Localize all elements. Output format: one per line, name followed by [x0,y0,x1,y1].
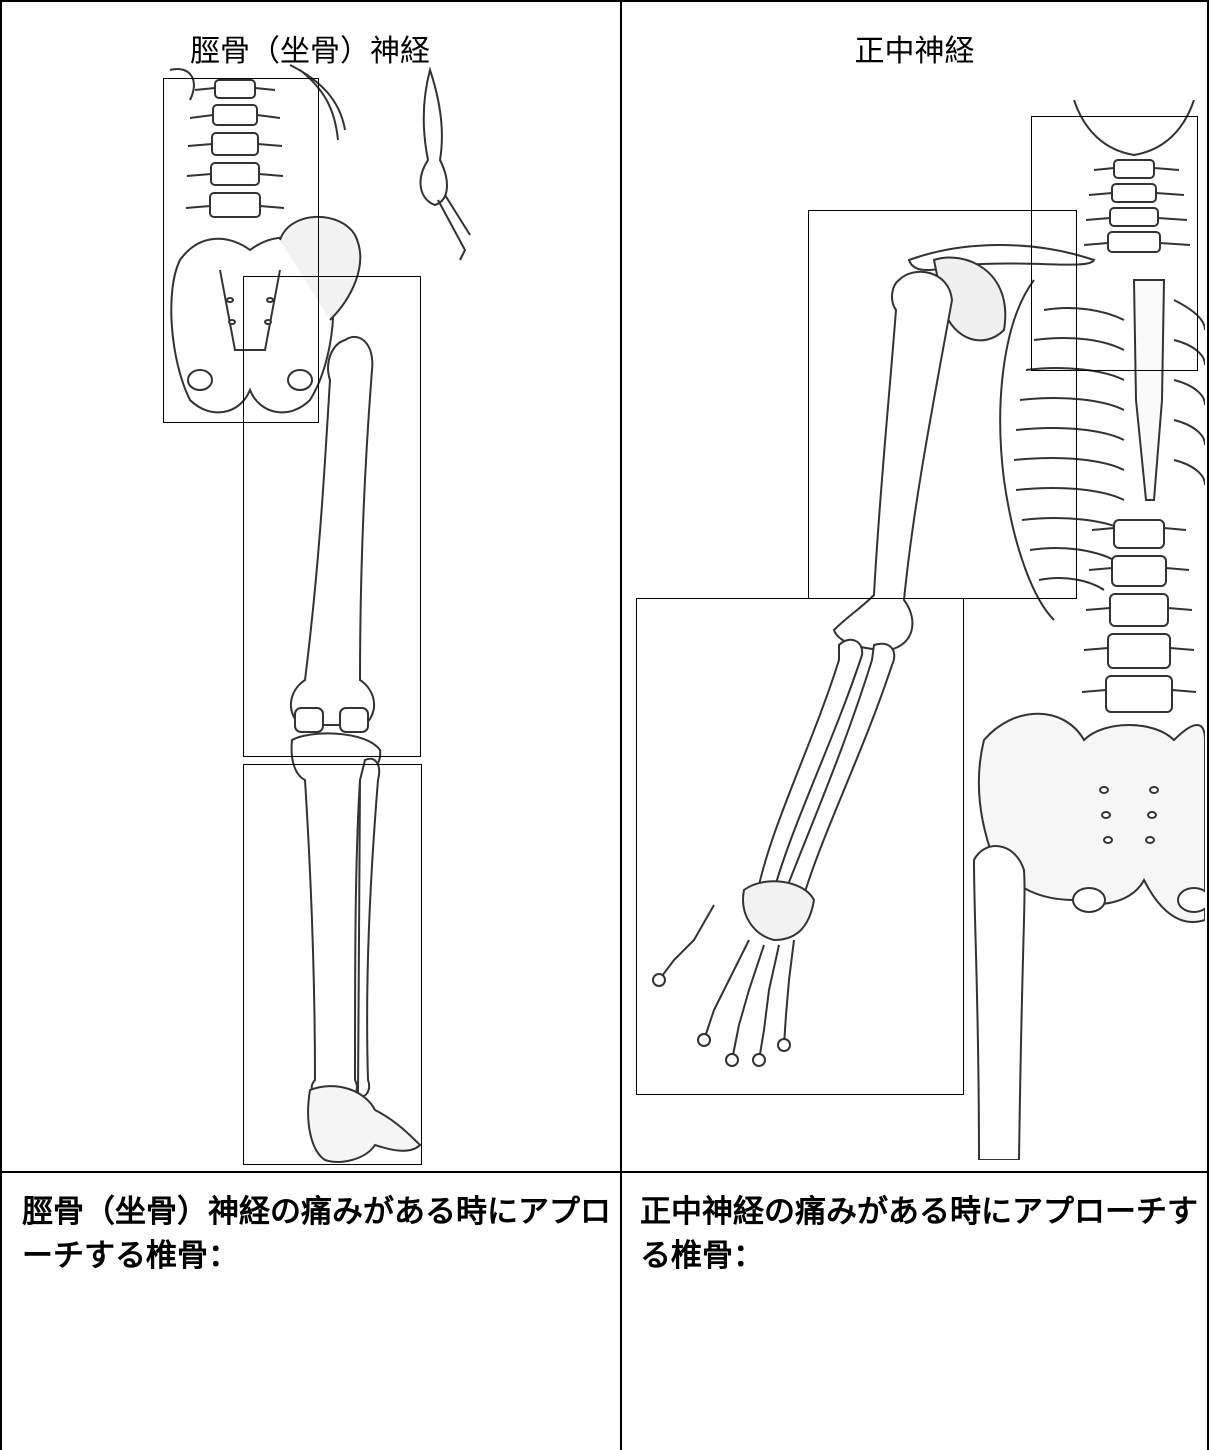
thigh-region-box [243,276,421,757]
femur-right [974,846,1025,1160]
table-left-border [0,0,2,1450]
table-row-divider [0,1171,1209,1173]
upper-arm-region-box [808,210,1077,599]
lumbar-spine-right [1082,520,1196,712]
left-answer-prompt: 脛骨（坐骨）神経の痛みがある時にアプローチする椎骨： [22,1190,612,1278]
table-center-divider [620,0,622,1450]
table-top-border [0,0,1209,2]
right-cell-title: 正中神経 [622,26,1207,70]
right-answer-prompt: 正中神経の痛みがある時にアプローチする椎骨： [640,1190,1200,1278]
lower-leg-region-box [243,764,422,1165]
forearm-region-box [636,598,964,1095]
